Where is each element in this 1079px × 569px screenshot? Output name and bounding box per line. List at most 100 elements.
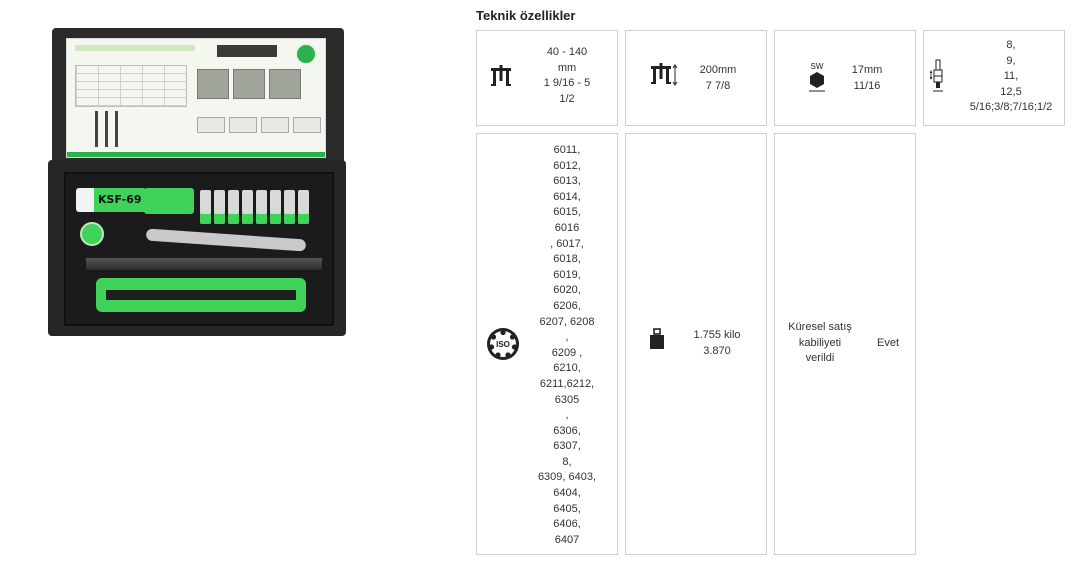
- case-insert: KSF-69: [64, 172, 334, 326]
- spec-line: 1/2: [559, 92, 575, 105]
- spec-line: 6306,: [553, 424, 581, 437]
- spec-cell-depth: 200mm 7 7/8: [625, 30, 767, 126]
- global-sales-value: Evet: [876, 337, 899, 349]
- spec-socket-sizes-value: 8, 9, 11, 12,5 5/16;3/8;7/16;1/2: [958, 38, 1064, 116]
- spec-cell-bearings: ISO 6011, 6012, 6013, 6014, 6015, 6016 ,…: [476, 133, 618, 555]
- spec-line: 200mm: [699, 64, 737, 76]
- spec-bearings-value: 6011, 6012, 6013, 6014, 6015, 6016 , 601…: [525, 143, 609, 548]
- grease-tube: KSF-69: [76, 188, 146, 212]
- sheet-header-badge: [217, 45, 277, 57]
- socket: [298, 190, 309, 224]
- spec-line: mm: [557, 61, 577, 74]
- socket: [214, 190, 225, 224]
- sheet-photo: [233, 69, 265, 99]
- puller-depth-icon: [651, 63, 678, 86]
- spec-line: 40 - 140: [546, 46, 588, 58]
- puller-rod: [106, 290, 296, 300]
- spec-cell-wrench-size: SW 17mm 11/16: [774, 30, 916, 126]
- spec-line: 1.755 kilo: [693, 329, 741, 341]
- spec-line: 6012,: [553, 159, 581, 172]
- socket: [242, 190, 253, 224]
- spec-line: , 6017,: [550, 237, 584, 250]
- spec-line: 6018,: [553, 253, 581, 266]
- spec-wrench-size-value: 17mm 11/16: [835, 63, 899, 94]
- spec-line: 6019,: [553, 268, 581, 281]
- weight-icon: [650, 328, 664, 349]
- spec-line: 6405,: [553, 502, 581, 515]
- sheet-photo: [269, 69, 301, 99]
- iso-bearing-icon: ISO: [487, 328, 519, 360]
- socket: [200, 190, 211, 224]
- spec-line: 7 7/8: [705, 79, 731, 92]
- spec-line: 6206,: [553, 299, 581, 312]
- section-title: Teknik özellikler: [476, 8, 576, 23]
- sheet-photo: [197, 69, 229, 99]
- spec-line: 5/16;3/8;7/16;1/2: [969, 101, 1053, 114]
- spec-line: 6211,6212,: [539, 377, 595, 390]
- socket: [228, 190, 239, 224]
- global-sales-label: Küresel satış kabiliyeti verildi: [781, 320, 859, 367]
- warning-icon: [261, 117, 289, 133]
- sheet-drawing: [87, 111, 127, 147]
- ratchet-tool: [144, 188, 194, 214]
- spindle-rod: [86, 258, 322, 270]
- product-image: KSF-69: [48, 28, 348, 338]
- spec-line: 6210,: [553, 362, 581, 375]
- spec-line: ,: [565, 409, 569, 422]
- case-body: KSF-69: [48, 160, 346, 336]
- case-lid: [52, 28, 344, 164]
- spec-line: 6207, 6208: [539, 315, 595, 328]
- spec-line: 6011,: [553, 144, 581, 156]
- wrench-tool: [145, 228, 307, 252]
- spec-line: 6407: [554, 533, 580, 546]
- spec-line: 6406,: [553, 518, 581, 531]
- spec-line: kabiliyeti: [798, 336, 842, 349]
- spec-line: 3.870: [703, 344, 731, 357]
- spec-line: 6016: [554, 221, 580, 234]
- spec-line: verildi: [805, 352, 835, 365]
- spec-depth-value: 200mm 7 7/8: [678, 63, 758, 94]
- warning-icon: [197, 117, 225, 133]
- spec-line: 6015,: [553, 206, 581, 219]
- instruction-sheet: [66, 38, 326, 158]
- warning-icon: [293, 117, 321, 133]
- spec-line: 6404,: [553, 487, 581, 500]
- spec-cell-global-sales: Küresel satış kabiliyeti verildi Evet: [774, 133, 916, 555]
- spec-line: 6013,: [553, 175, 581, 188]
- sheet-table: [75, 65, 187, 107]
- spec-line: 6014,: [553, 190, 581, 203]
- sheet-footer-bar: [67, 152, 325, 157]
- spec-line: 11/16: [853, 79, 881, 92]
- spec-cell-reach: 40 - 140 mm 1 9/16 - 5 1/2: [476, 30, 618, 126]
- spec-line: 6305: [554, 393, 580, 406]
- spec-weight-value: 1.755 kilo 3.870: [676, 328, 758, 359]
- spec-line: 12,5: [1000, 85, 1022, 98]
- socket: [256, 190, 267, 224]
- hex-wrench-size-icon: SW: [809, 62, 825, 92]
- spec-line: 6307,: [553, 440, 581, 453]
- spec-line: 1 9/16 - 5: [543, 77, 591, 90]
- icon-label: ISO: [496, 340, 510, 349]
- icon-label: SW: [811, 62, 824, 71]
- spec-line: 6209 ,: [551, 346, 583, 359]
- spec-line: ,: [565, 331, 569, 344]
- spec-line: 9,: [1006, 54, 1016, 67]
- spec-line: 6309, 6403,: [537, 471, 597, 484]
- tube-label: KSF-69: [98, 193, 142, 206]
- socket: [270, 190, 281, 224]
- spec-cell-socket-sizes: 8, 9, 11, 12,5 5/16;3/8;7/16;1/2: [923, 30, 1065, 126]
- spec-line: 6020,: [553, 284, 581, 297]
- spec-line: 17mm: [851, 64, 883, 76]
- spec-reach-value: 40 - 140 mm 1 9/16 - 5 1/2: [525, 45, 609, 107]
- sheet-header-bar: [75, 45, 195, 51]
- socket-size-icon: [930, 59, 943, 92]
- spec-line: 11,: [1003, 70, 1019, 83]
- spec-cell-weight: 1.755 kilo 3.870: [625, 133, 767, 555]
- warning-icon: [229, 117, 257, 133]
- socket: [284, 190, 295, 224]
- brand-medal-icon: [80, 222, 104, 246]
- spec-line: 8,: [562, 455, 572, 468]
- brand-logo-icon: [295, 43, 317, 65]
- spec-line: Küresel satış: [788, 321, 852, 333]
- spec-line: 8,: [1006, 39, 1016, 51]
